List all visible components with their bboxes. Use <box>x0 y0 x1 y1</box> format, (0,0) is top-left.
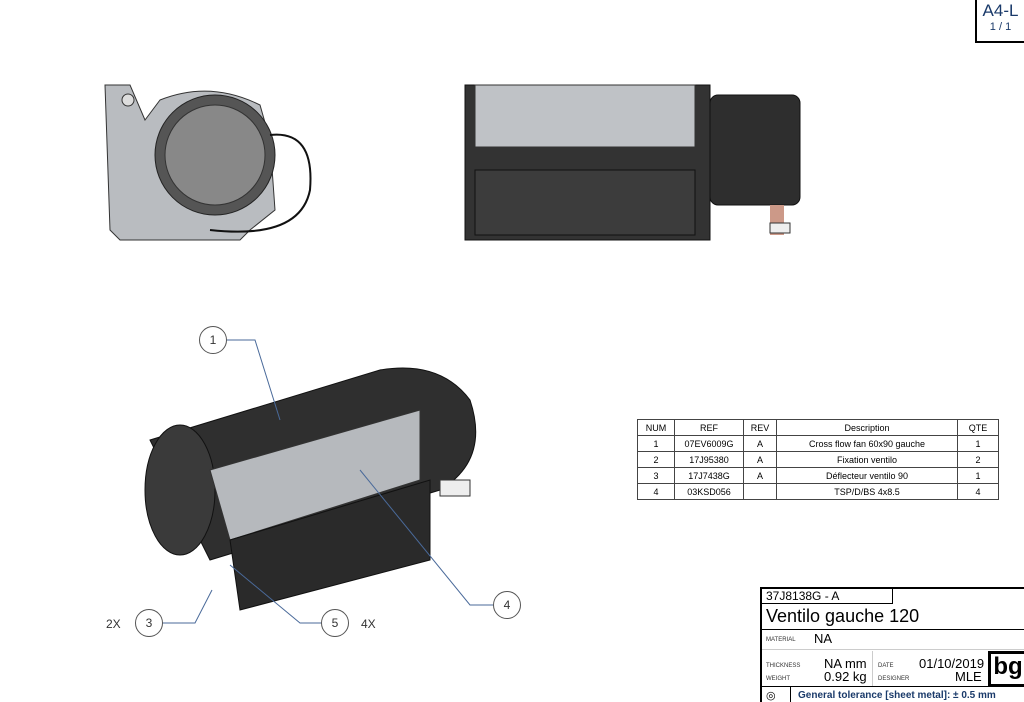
callout-5: 5 <box>321 609 349 637</box>
thickness-label: THICKNESS <box>766 663 801 669</box>
bom-cell: TSP/D/BS 4x8.5 <box>776 483 958 500</box>
bom-header: REV <box>743 419 777 436</box>
bom-cell: 1 <box>957 435 999 452</box>
bom-cell: 2 <box>637 451 675 468</box>
bom-cell: 17J95380 <box>674 451 744 468</box>
date-label: DATE <box>878 663 894 669</box>
bom-header: Description <box>776 419 958 436</box>
front-view-drawing <box>464 84 801 241</box>
sheet-format-box: A4-L 1 / 1 <box>975 0 1024 43</box>
company-logo: bg <box>988 651 1024 687</box>
material-value: NA <box>814 631 833 646</box>
projection-icon: ◎ <box>766 690 776 702</box>
page-number: 1 / 1 <box>989 21 1012 33</box>
bom-cell: 1 <box>637 435 675 452</box>
date-value: 01/10/2019 <box>919 656 985 671</box>
bom-cell: A <box>743 467 777 484</box>
callout-3: 3 <box>135 609 163 637</box>
bom-cell: Fixation ventilo <box>776 451 958 468</box>
callout-4: 4 <box>493 591 521 619</box>
bom-cell: 17J7438G <box>674 467 744 484</box>
bom-header-row: NUM REF REV Description QTE <box>637 419 999 436</box>
side-view-drawing <box>104 84 312 241</box>
bom-header: NUM <box>637 419 675 436</box>
bom-cell: 1 <box>957 467 999 484</box>
bom-cell: A <box>743 451 777 468</box>
bom-cell: 4 <box>637 483 675 500</box>
designer-value: MLE <box>955 669 982 684</box>
bom-header: QTE <box>957 419 999 436</box>
bom-cell: A <box>743 435 777 452</box>
bom-header: REF <box>674 419 744 436</box>
general-tolerance: General tolerance [sheet metal]: ± 0.5 m… <box>798 690 996 701</box>
bom-cell: 03KSD056 <box>674 483 744 500</box>
callout-1: 1 <box>199 326 227 354</box>
bom-cell: Déflecteur ventilo 90 <box>776 467 958 484</box>
bom-cell: 3 <box>637 467 675 484</box>
bom-cell: 4 <box>957 483 999 500</box>
bom-cell <box>743 483 777 500</box>
bom-cell: Cross flow fan 60x90 gauche <box>776 435 958 452</box>
bom-cell: 2 <box>957 451 999 468</box>
drawing-title: Ventilo gauche 120 <box>766 606 920 626</box>
weight-value: 0.92 kg <box>824 669 867 684</box>
title-block: 37J8138G - A Ventilo gauche 120 MATERIAL… <box>760 587 1024 702</box>
bom-cell: 07EV6009G <box>674 435 744 452</box>
callout-5-qty: 4X <box>361 617 376 631</box>
designer-label: DESIGNER <box>878 676 910 682</box>
thickness-value: NA mm <box>824 656 867 671</box>
callout-3-qty: 2X <box>106 617 121 631</box>
isometric-view-drawing <box>144 367 477 611</box>
drawing-ref: 37J8138G - A <box>762 589 893 604</box>
weight-label: WEIGHT <box>766 676 790 682</box>
sheet-format: A4-L <box>982 1 1019 20</box>
material-label: MATERIAL <box>766 637 796 643</box>
